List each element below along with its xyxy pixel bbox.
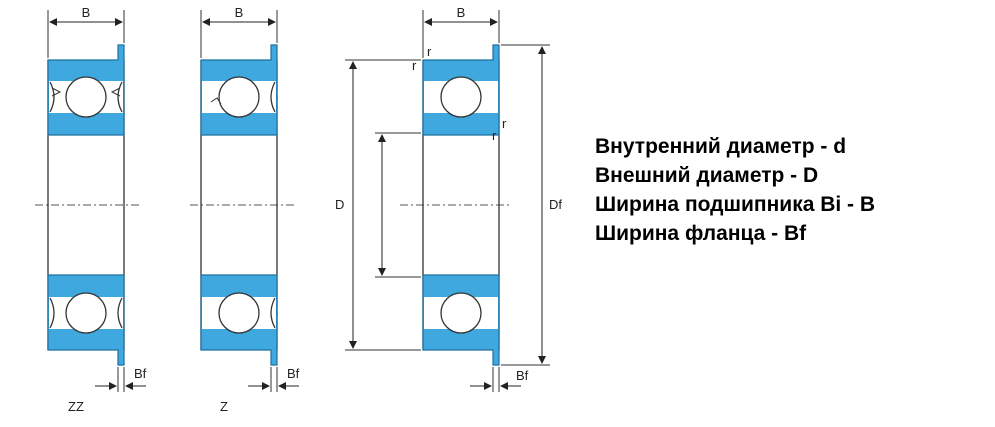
label-bf-zz: Bf <box>134 366 147 381</box>
label-r-4: r <box>492 128 497 143</box>
bearing-zz-drawing: B Bf ZZ <box>35 5 147 414</box>
label-d-outer: D <box>335 197 344 212</box>
legend-bearing-width: Ширина подшипника Bi - B <box>595 193 876 216</box>
bearing-z-drawing: B Bf Z <box>190 5 300 414</box>
legend-inner-diameter: Внутренний диаметр - d <box>595 135 847 158</box>
label-b-open: B <box>457 5 466 20</box>
label-b-zz: B <box>82 5 91 20</box>
label-df: Df <box>549 197 562 212</box>
dimension-legend: Внутренний диаметр - d Внешний диаметр -… <box>595 132 990 248</box>
label-r-3: r <box>502 116 507 131</box>
label-z: Z <box>220 399 228 414</box>
label-r-1: r <box>427 44 432 59</box>
label-zz: ZZ <box>68 399 84 414</box>
label-b-z: B <box>235 5 244 20</box>
label-bf-open: Bf <box>516 368 529 383</box>
bearing-open-drawing: B r r r r D Df Bf <box>335 5 562 392</box>
legend-outer-diameter: Внешний диаметр - D <box>595 164 819 187</box>
legend-flange-width: Ширина фланца - Bf <box>595 222 807 245</box>
label-bf-z: Bf <box>287 366 300 381</box>
label-r-2: r <box>412 58 417 73</box>
